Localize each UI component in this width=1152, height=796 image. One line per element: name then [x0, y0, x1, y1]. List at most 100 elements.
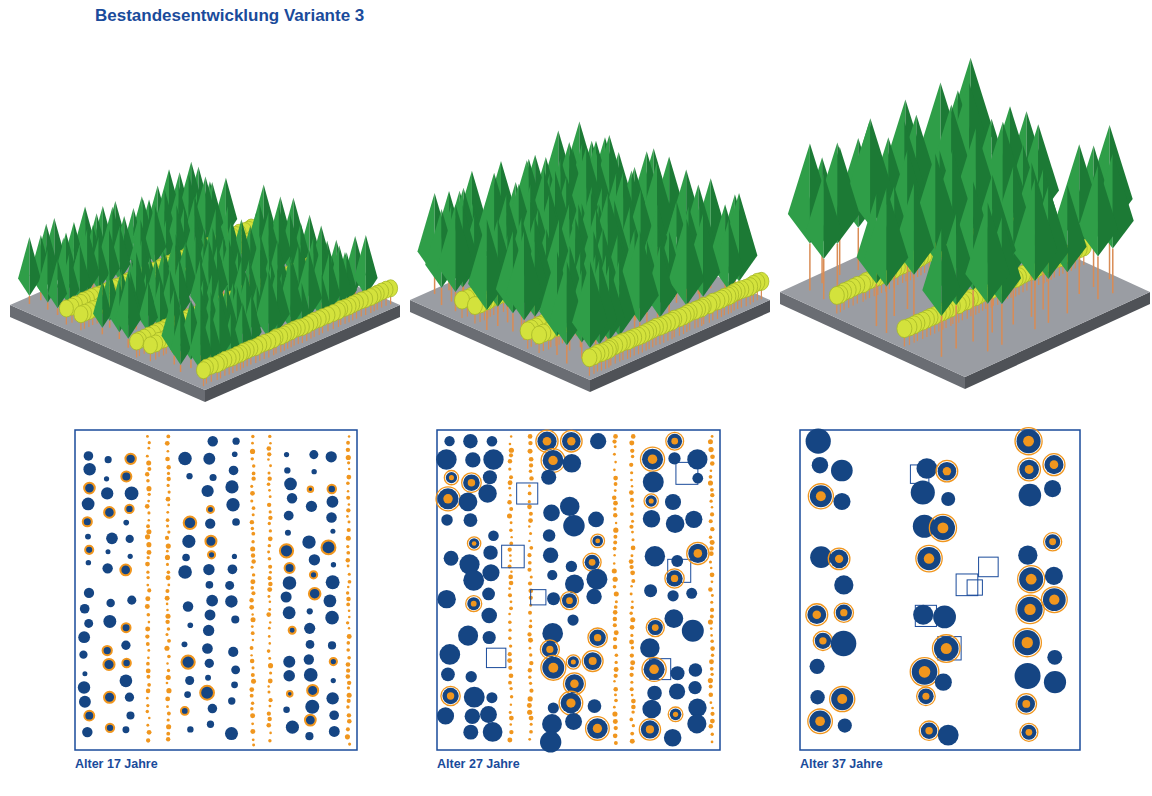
beech-stem	[613, 535, 617, 539]
beech-stem	[711, 594, 714, 597]
spruce-stem	[183, 601, 193, 611]
beech-stem	[147, 656, 150, 659]
beech-stem	[166, 575, 171, 580]
spruce-stem	[565, 674, 584, 693]
spruce-tree	[37, 249, 58, 309]
beech-stem	[251, 540, 254, 543]
beech-stem	[269, 600, 272, 603]
spruce-stem	[464, 687, 485, 708]
spruce-stem	[666, 570, 682, 586]
spruce-stem	[85, 546, 93, 554]
beech-stem	[268, 663, 273, 668]
beech-stem	[613, 687, 618, 692]
beech-stem	[267, 717, 271, 721]
spruce-stem	[560, 497, 579, 516]
spruce-stem	[325, 611, 339, 625]
beech-stem	[346, 545, 349, 548]
spruce-stem	[182, 535, 195, 548]
beech-stem	[251, 559, 255, 563]
beech-stem	[252, 738, 255, 741]
crop-tree-mark	[589, 657, 597, 665]
beech-stem	[508, 666, 512, 670]
spruce-stem	[106, 549, 111, 554]
spruce-stem	[831, 688, 853, 710]
beech-stem	[268, 471, 271, 474]
spruce-stem	[561, 693, 582, 714]
stand-3d-view	[780, 58, 1150, 389]
spruce-stem	[565, 713, 582, 730]
beech-stem	[252, 573, 255, 576]
spruce-tree	[170, 312, 190, 372]
beech-stem	[710, 454, 715, 459]
beech-stem	[630, 479, 633, 482]
spruce-stem	[482, 588, 495, 601]
crop-tree-mark	[837, 694, 847, 704]
spruce-stem	[207, 721, 214, 728]
beech-stem	[348, 743, 351, 746]
spruce-stem	[328, 641, 336, 649]
crop-tree-ring	[541, 655, 566, 680]
spruce-stem	[182, 655, 195, 668]
spruce-stem	[487, 436, 498, 447]
beech-stem	[250, 520, 254, 524]
crop-tree-mark	[652, 624, 659, 631]
beech-stem	[165, 441, 170, 446]
crop-tree-ring	[808, 709, 833, 734]
beech-stem	[147, 613, 151, 617]
spruce-stem	[586, 589, 601, 604]
beech-stem	[167, 655, 171, 659]
beech-stem	[508, 681, 512, 685]
spruce-stem	[79, 696, 91, 708]
spruce-stem	[120, 565, 131, 576]
spruce-stem	[84, 483, 95, 494]
crop-tree-ring	[441, 686, 460, 705]
beech-stem	[251, 591, 255, 595]
beech-stem	[529, 532, 532, 535]
beech-stem	[250, 586, 254, 590]
beech-stem	[709, 500, 712, 503]
spruce-stem	[666, 514, 685, 533]
spruce-stem	[547, 592, 560, 605]
crown-square	[967, 580, 982, 595]
stem-map	[800, 428, 1080, 750]
beech-stem	[348, 627, 350, 629]
spruce-stem	[921, 722, 937, 738]
spruce-stem	[284, 478, 297, 491]
beech-stem	[347, 686, 350, 689]
beech-stem	[613, 706, 616, 709]
beech-stem	[710, 512, 714, 516]
spruce-stem	[667, 434, 682, 449]
spruce-stem	[202, 643, 213, 654]
crop-tree-ring	[466, 596, 482, 612]
spruce-stem	[933, 605, 956, 628]
beech-stem	[614, 741, 618, 745]
beech-stem	[614, 445, 617, 448]
beech-stem	[251, 613, 253, 615]
beech-stem	[614, 693, 617, 696]
beech-stem	[710, 461, 715, 466]
spruce-stem	[205, 675, 211, 681]
beech-stem	[630, 593, 633, 596]
beech-stem	[166, 724, 171, 729]
spruce-stem	[483, 545, 497, 559]
beech-stem	[508, 487, 511, 490]
beech-stem	[528, 561, 532, 565]
beech-stem	[629, 640, 634, 645]
spruce-stem	[208, 551, 215, 558]
spruce-stem	[562, 454, 581, 473]
beech-stem	[166, 518, 170, 522]
beech-stem	[709, 659, 714, 664]
crop-tree-ring	[932, 635, 960, 663]
spruce-stem	[647, 686, 662, 701]
spruce-stem	[185, 676, 194, 685]
crop-tree-mark	[1022, 637, 1033, 648]
beech-stem	[348, 609, 351, 612]
spruce-stem	[917, 547, 940, 570]
spruce-stem	[465, 452, 480, 467]
spruce-stem	[283, 706, 290, 713]
spruce-stem	[206, 581, 214, 589]
spruce-stem	[232, 518, 240, 526]
beech-stem	[509, 475, 513, 479]
beech-stem	[509, 673, 514, 678]
beech-stem	[710, 572, 715, 577]
